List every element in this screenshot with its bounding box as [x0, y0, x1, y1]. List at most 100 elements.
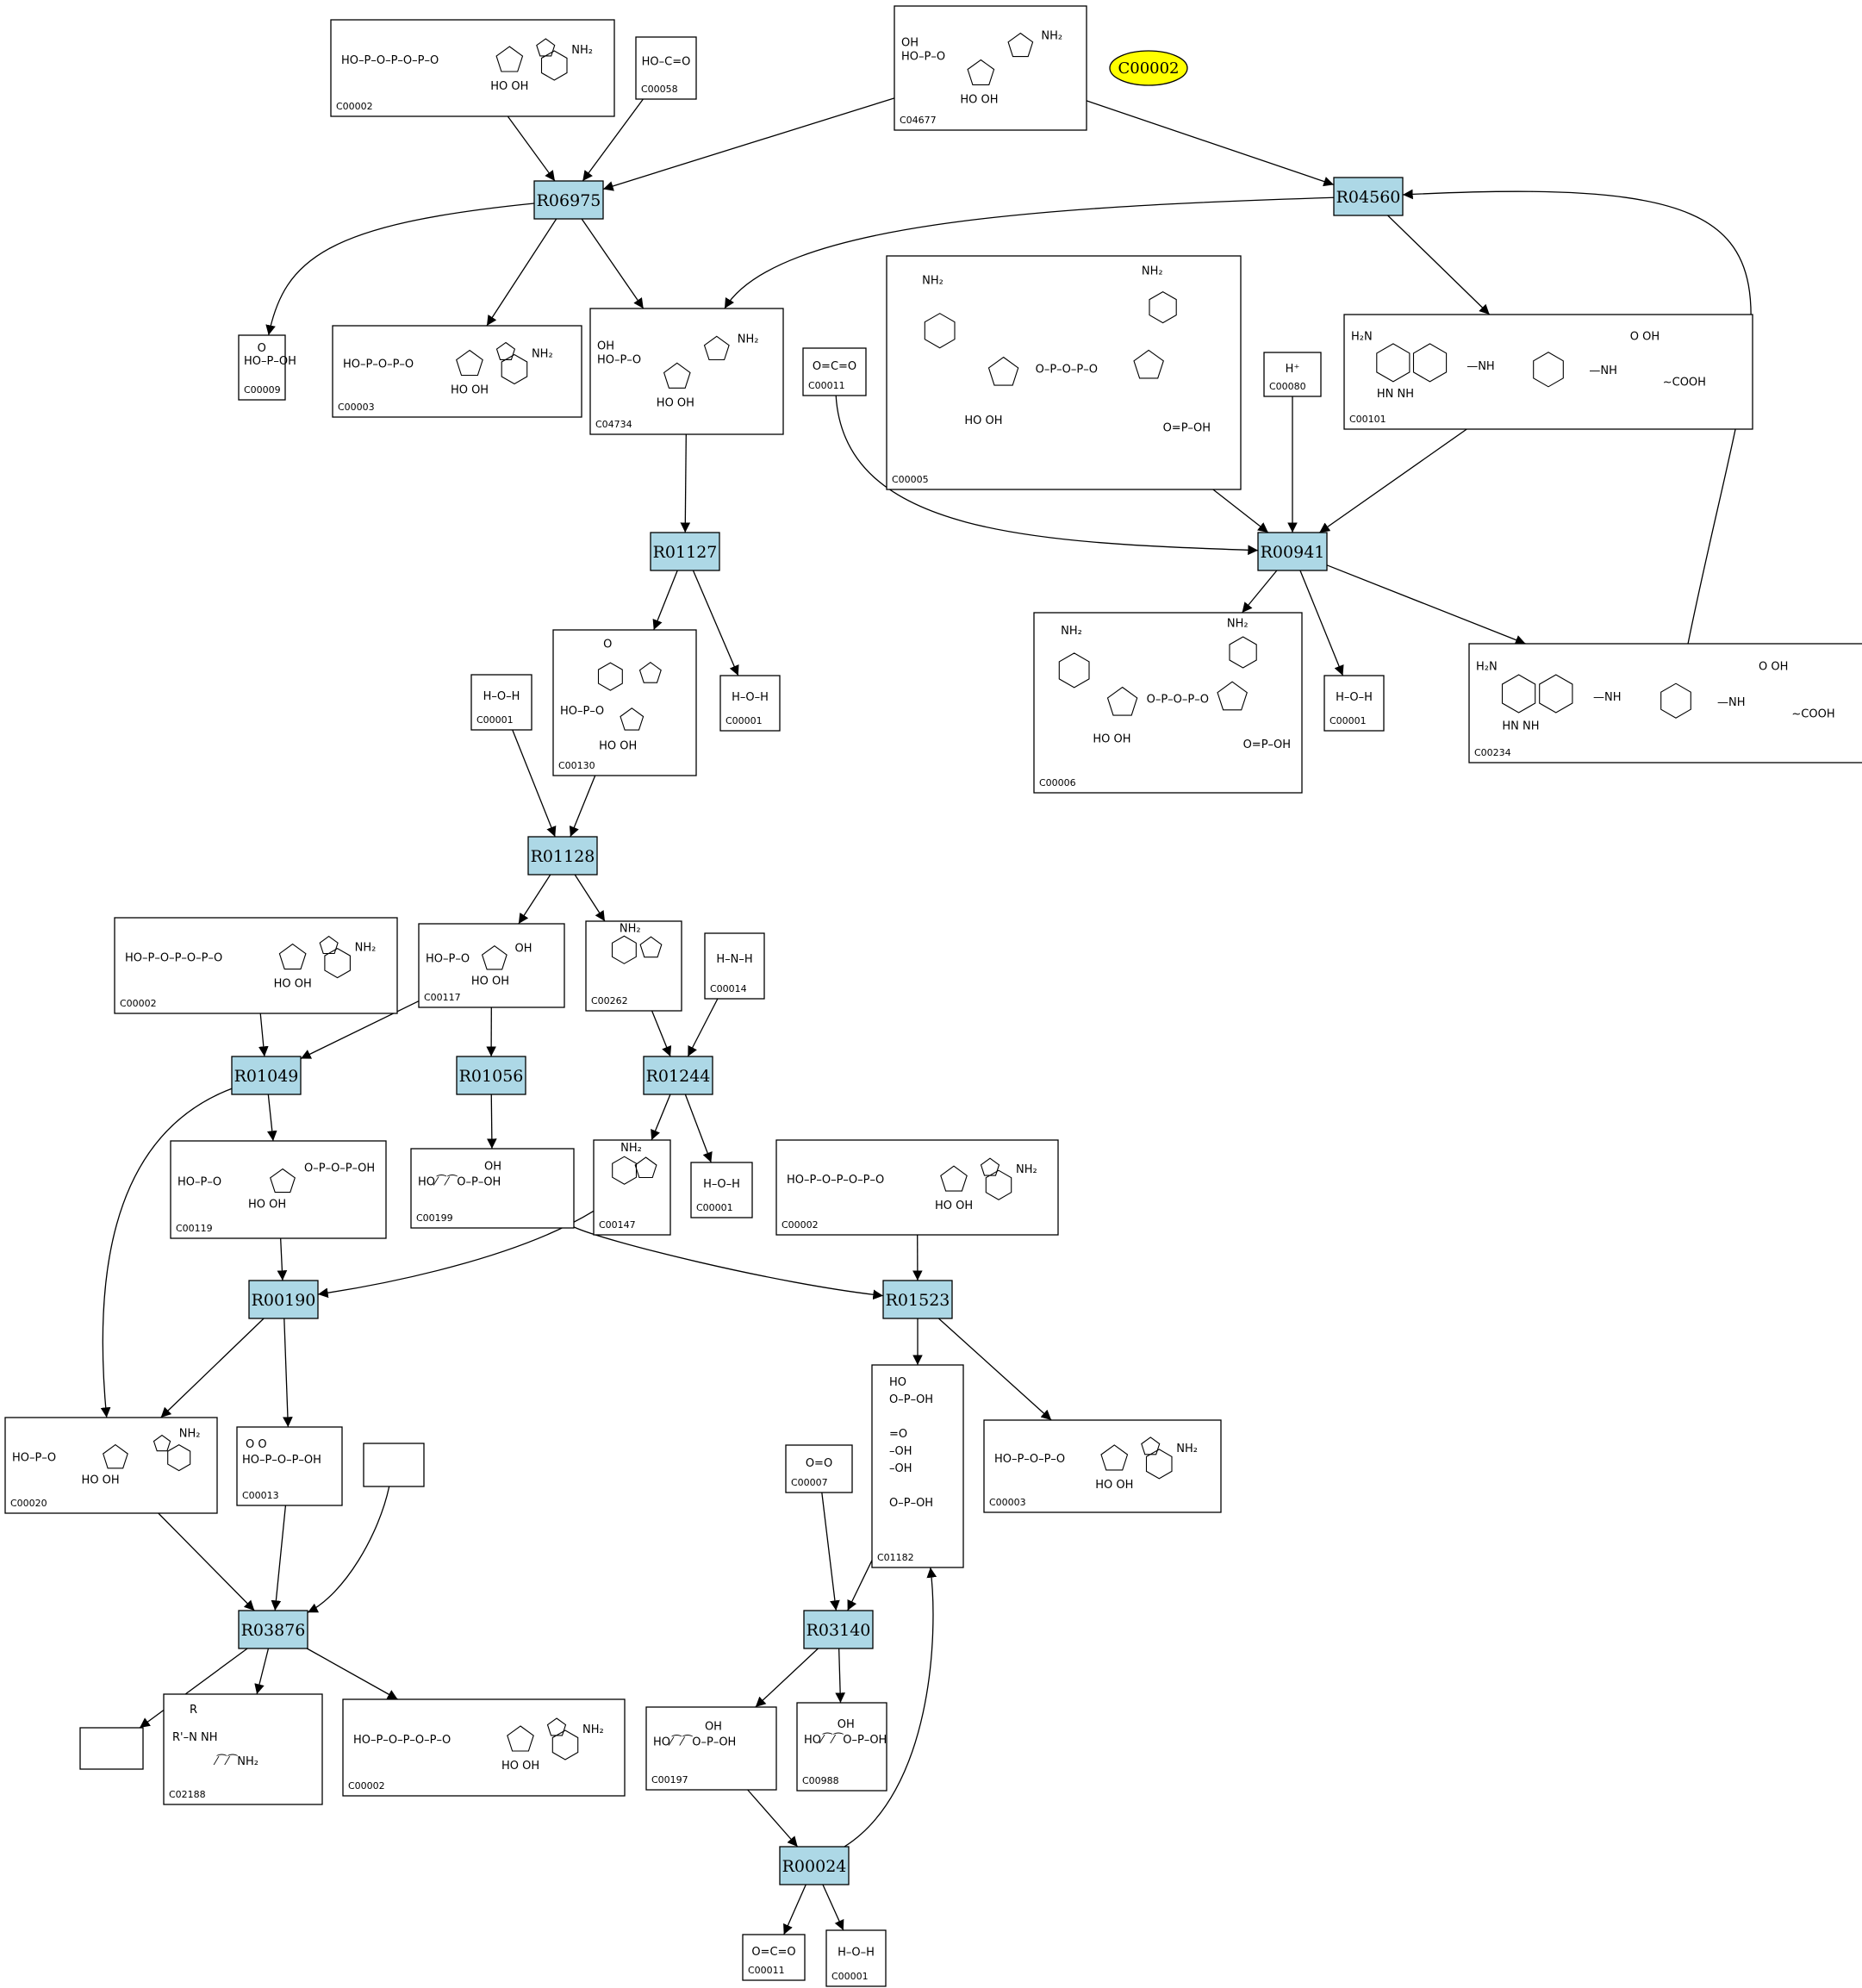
reaction-box[interactable] [533, 180, 604, 220]
reaction-R06975[interactable]: R06975 [533, 180, 604, 220]
compound-box[interactable] [79, 1727, 144, 1770]
compound-box[interactable] [238, 334, 286, 401]
compound-box[interactable] [589, 308, 784, 435]
compound-box[interactable] [114, 917, 398, 1014]
compound-box[interactable] [645, 1706, 777, 1791]
reaction-R04560[interactable]: R04560 [1333, 177, 1404, 216]
compound-empty_a[interactable] [363, 1443, 425, 1487]
compound-box[interactable] [704, 932, 765, 1000]
compound-box[interactable] [4, 1417, 218, 1514]
compound-box[interactable] [410, 1148, 575, 1229]
compound-box[interactable] [342, 1698, 626, 1797]
reaction-box[interactable] [643, 1056, 713, 1095]
reaction-box[interactable] [779, 1846, 850, 1885]
reaction-box[interactable] [238, 1610, 308, 1649]
compound-box[interactable] [775, 1139, 1059, 1236]
compound-box[interactable] [1033, 612, 1303, 794]
reaction-R01128[interactable]: R01128 [527, 836, 598, 876]
reaction-box[interactable] [1333, 177, 1404, 216]
compound-box[interactable] [635, 36, 697, 100]
compound-box[interactable] [825, 1929, 887, 1987]
compound-box[interactable] [886, 255, 1242, 490]
compound-box[interactable] [1323, 675, 1385, 732]
compound-box[interactable] [163, 1693, 323, 1805]
compound-box[interactable] [1263, 352, 1322, 397]
reaction-R01523[interactable]: R01523 [882, 1280, 953, 1319]
reaction-R01049[interactable]: R01049 [231, 1056, 302, 1095]
reaction-R00941[interactable]: R00941 [1257, 532, 1328, 571]
compound-box[interactable] [1468, 643, 1862, 763]
compound-box[interactable] [330, 19, 615, 117]
reaction-R03876[interactable]: R03876 [238, 1610, 308, 1649]
compound-box[interactable] [1343, 314, 1753, 430]
reaction-R01244[interactable]: R01244 [643, 1056, 713, 1095]
compound-empty_b[interactable] [79, 1727, 144, 1770]
compound-box[interactable] [236, 1426, 343, 1506]
compound-box[interactable] [690, 1162, 753, 1218]
reaction-box[interactable] [650, 532, 720, 571]
reaction-R00190[interactable]: R00190 [248, 1280, 319, 1319]
compound-box[interactable] [170, 1140, 387, 1239]
reaction-R03140[interactable]: R03140 [803, 1610, 874, 1649]
reaction-box[interactable] [456, 1056, 526, 1095]
compound-box[interactable] [894, 5, 1087, 131]
reaction-box[interactable] [527, 836, 598, 876]
compound-box[interactable] [719, 675, 781, 732]
compound-c00080[interactable]: H⁺C00080 [1263, 352, 1322, 397]
compound-box[interactable] [470, 674, 532, 731]
compound-box[interactable] [363, 1443, 425, 1487]
highlight-node[interactable]: C00002 [1109, 50, 1188, 86]
compound-box[interactable] [802, 347, 867, 396]
reaction-R00024[interactable]: R00024 [779, 1846, 850, 1885]
compound-box[interactable] [796, 1702, 887, 1792]
reaction-box[interactable] [1257, 532, 1328, 571]
compound-box[interactable] [785, 1444, 853, 1493]
compound-box[interactable] [585, 920, 682, 1012]
reaction-R01127[interactable]: R01127 [650, 532, 720, 571]
compound-box[interactable] [593, 1139, 671, 1236]
compound-box[interactable] [418, 923, 565, 1008]
reaction-box[interactable] [882, 1280, 953, 1319]
reaction-R01056[interactable]: R01056 [456, 1056, 526, 1095]
reaction-box[interactable] [231, 1056, 302, 1095]
compound-box[interactable] [552, 629, 697, 776]
compound-box[interactable] [983, 1419, 1222, 1513]
compound-box[interactable] [742, 1934, 806, 1981]
reaction-box[interactable] [803, 1610, 874, 1649]
reaction-box[interactable] [248, 1280, 319, 1319]
compound-box[interactable] [332, 325, 582, 418]
